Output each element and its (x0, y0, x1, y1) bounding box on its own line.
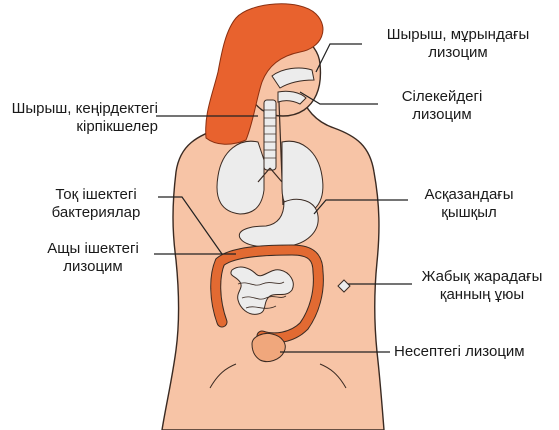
label-urine: Несептегі лизоцим (394, 343, 556, 361)
label-bronchi-line2: кірпікшелер (2, 118, 158, 136)
label-urine-line1: Несептегі лизоцим (394, 343, 556, 361)
label-mucus-nose: Шырыш, мұрындағы лизоцим (366, 26, 550, 62)
label-bronchi-line1: Шырыш, кеңірдектегі (2, 100, 158, 118)
label-saliva-line2: лизоцим (378, 106, 506, 124)
label-wound: Жабық жарадағы қанның ұюы (412, 268, 552, 304)
label-colon-bacteria-line1: Тоқ ішектегі (34, 186, 158, 204)
label-saliva: Сілекейдегі лизоцим (378, 88, 506, 124)
label-stomach-acid: Асқазандағы қышқыл (410, 186, 528, 222)
label-colon-bacteria: Тоқ ішектегі бактериялар (34, 186, 158, 222)
label-wound-line2: қанның ұюы (412, 286, 552, 304)
trachea (264, 100, 276, 170)
label-stomach-acid-line2: қышқыл (410, 204, 528, 222)
label-small-intestine-line2: лизоцим (34, 258, 152, 276)
leader-mucus-nose (316, 44, 362, 72)
label-stomach-acid-line1: Асқазандағы (410, 186, 528, 204)
label-mucus-nose-line2: лизоцим (366, 44, 550, 62)
label-mucus-nose-line1: Шырыш, мұрындағы (366, 26, 550, 44)
label-saliva-line1: Сілекейдегі (378, 88, 506, 106)
bladder (252, 333, 285, 361)
label-small-intestine-line1: Ащы ішектегі (34, 240, 152, 258)
label-wound-line1: Жабық жарадағы (412, 268, 552, 286)
label-small-intestine: Ащы ішектегі лизоцим (34, 240, 152, 276)
label-bronchi: Шырыш, кеңірдектегі кірпікшелер (2, 100, 158, 136)
label-colon-bacteria-line2: бактериялар (34, 204, 158, 222)
